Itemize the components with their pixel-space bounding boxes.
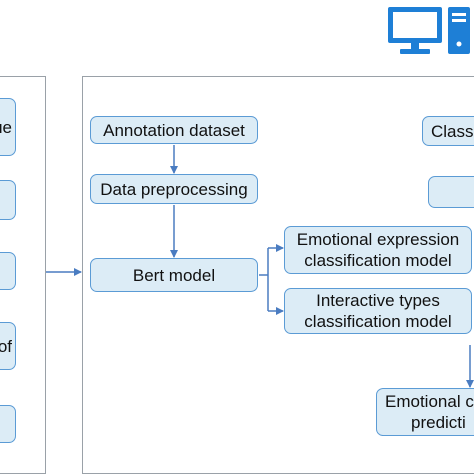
computer-icon bbox=[388, 7, 470, 54]
emotional-model-line-1: Emotional expression bbox=[296, 230, 460, 249]
left-box-3 bbox=[0, 252, 16, 290]
data-preprocessing-box: Data preprocessing bbox=[90, 174, 258, 204]
emotional-model-line-2: classification model bbox=[304, 251, 452, 270]
annotation-dataset-box: Annotation dataset bbox=[90, 116, 258, 144]
left-box-1-label: ue bbox=[0, 117, 12, 137]
left-box-1: ue bbox=[0, 98, 16, 156]
data-preprocessing-label: Data preprocessing bbox=[100, 179, 248, 199]
left-box-5 bbox=[0, 405, 16, 443]
bert-model-label: Bert model bbox=[132, 265, 216, 285]
interactive-types-model-box: Interactive types classification model bbox=[284, 288, 472, 334]
left-box-4: of bbox=[0, 322, 16, 370]
annotation-dataset-label: Annotation dataset bbox=[103, 120, 245, 140]
emotional-prediction-line-1: Emotional c bbox=[385, 392, 474, 411]
right-blank-box bbox=[428, 176, 474, 208]
emotional-expression-model-box: Emotional expression classification mode… bbox=[284, 226, 472, 274]
interactive-model-line-2: classification model bbox=[304, 312, 452, 331]
interactive-model-line-1: Interactive types bbox=[316, 291, 440, 310]
left-box-2 bbox=[0, 180, 16, 220]
emotional-prediction-box: Emotional c predicti bbox=[376, 388, 474, 436]
bert-model-box: Bert model bbox=[90, 258, 258, 292]
emotional-prediction-line-2: predicti bbox=[411, 413, 466, 432]
classification-label: Classi bbox=[431, 121, 474, 141]
left-box-4-label: of bbox=[0, 336, 12, 356]
classification-box: Classi bbox=[422, 116, 474, 146]
